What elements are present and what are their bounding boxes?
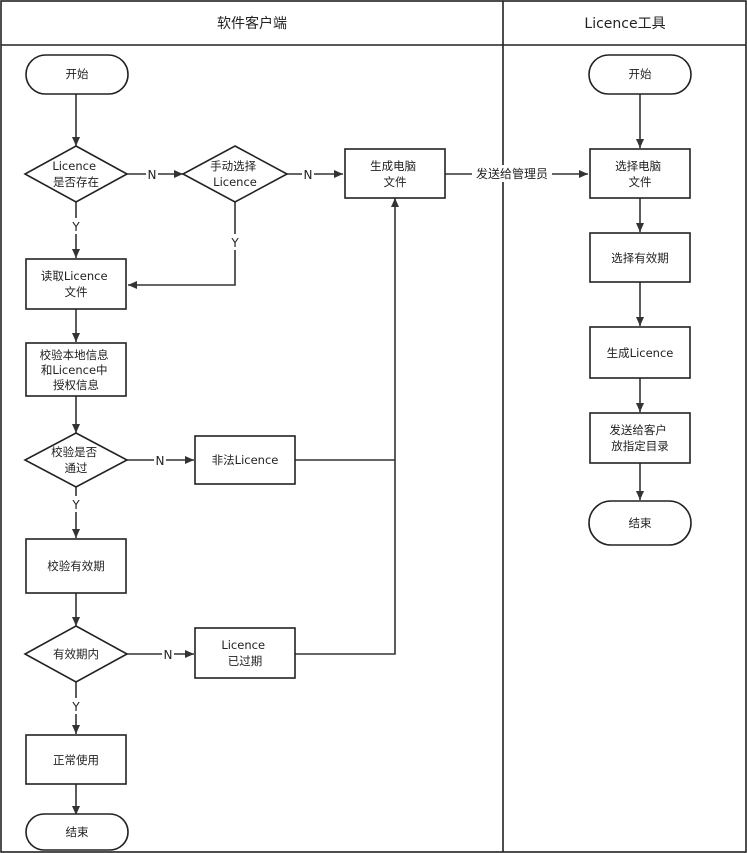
decision-in-validity [23, 625, 129, 683]
node-label-select-validity: 选择有效期 [611, 251, 669, 265]
process-read-licence [25, 258, 127, 310]
edge-label-send-admin: 发送给管理员 [476, 166, 548, 181]
node-label-verify-pass: 校验是否 通过 [51, 445, 101, 475]
node-label-read-licence: 读取Licence 文件 [41, 269, 111, 299]
node-label-select-pc-file: 选择电脑 文件 [615, 159, 665, 189]
node-label-start: 开始 [66, 67, 89, 81]
process-select-validity [589, 232, 691, 283]
edge-label-y: Y [230, 236, 239, 250]
node-label-end: 结束 [66, 825, 89, 839]
edge-manual-to-read [128, 202, 236, 289]
node-label-tool-start: 开始 [629, 67, 652, 81]
edge-labels: N N Y Y N Y N Y 发送给管理员 [70, 165, 552, 714]
process-expired [194, 627, 296, 679]
node-label-in-validity: 有效期内 [53, 647, 99, 661]
lane-title-tool: Licence工具 [584, 16, 665, 32]
process-verify-validity [25, 538, 127, 594]
node-label-manual-select: 手动选择 Licence [210, 159, 260, 189]
edge-label-y: Y [71, 220, 80, 234]
process-normal-use [25, 734, 127, 785]
node-label-normal-use: 正常使用 [53, 753, 99, 767]
node-label-licence-exists: Licence 是否存在 [52, 159, 99, 189]
node-label-verify-validity: 校验有效期 [47, 559, 105, 573]
terminal-start [25, 54, 129, 95]
process-send-customer [589, 412, 691, 464]
terminal-end [25, 813, 129, 851]
decision-verify-pass [23, 432, 129, 488]
edge-label-y: Y [71, 498, 80, 512]
edge-expired-to-genfile [295, 198, 399, 655]
node-label-gen-pc-file: 生成电脑 文件 [370, 159, 420, 189]
edge-label-n: N [156, 454, 165, 468]
process-verify-info [25, 342, 127, 397]
node-label-illegal: 非法Licence [212, 453, 279, 467]
decision-licence-exists [23, 145, 129, 203]
decision-manual-select [181, 145, 289, 203]
node-label-verify-info: 校验本地信息 和Licence中 授权信息 [40, 348, 113, 392]
edge-label-y: Y [71, 700, 80, 714]
process-select-pc-file [589, 148, 691, 199]
process-gen-pc-file [344, 148, 446, 199]
process-illegal-licence [194, 435, 296, 485]
edge-label-n: N [164, 648, 173, 662]
terminal-tool-end [588, 500, 692, 546]
edge-label-n: N [148, 168, 157, 182]
node-label-gen-licence: 生成Licence [607, 346, 674, 360]
terminal-tool-start [588, 54, 692, 95]
lane-title-client: 软件客户端 [217, 15, 287, 32]
node-label-expired: Licence 已过期 [221, 638, 268, 668]
node-label-send-customer: 发送给客户 放指定目录 [609, 423, 670, 453]
node-label-tool-end: 结束 [629, 516, 652, 530]
process-gen-licence [589, 326, 691, 379]
edge-label-n: N [304, 168, 313, 182]
